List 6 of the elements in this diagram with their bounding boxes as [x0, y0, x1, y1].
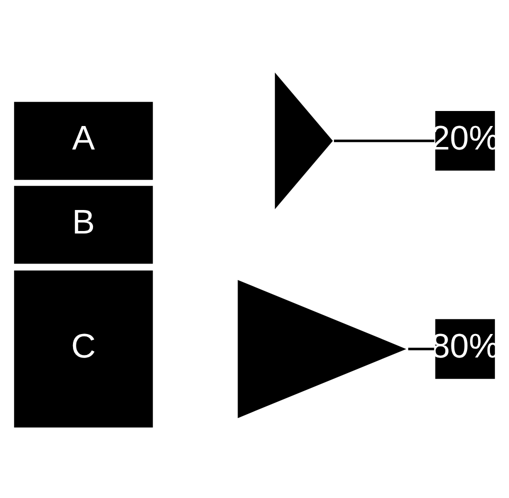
connector [408, 347, 434, 350]
node-box: A [12, 100, 154, 181]
node-triangle [236, 278, 410, 420]
node-box: C [12, 268, 154, 428]
connector [334, 139, 434, 142]
node-box: B [12, 184, 154, 265]
